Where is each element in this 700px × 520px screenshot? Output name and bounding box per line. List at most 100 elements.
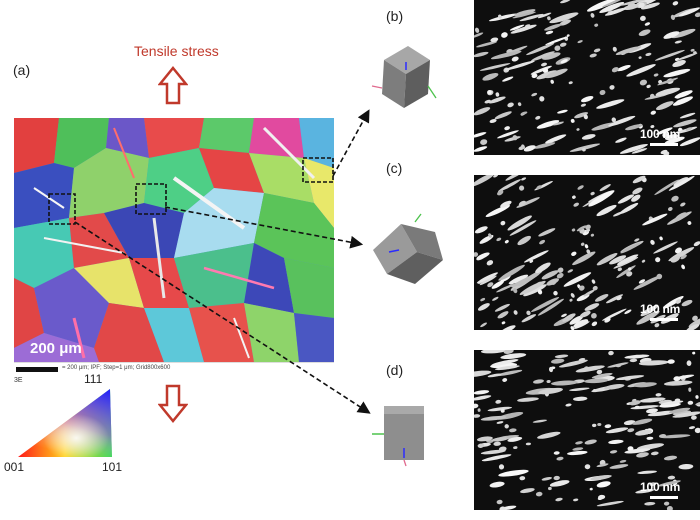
precipitate: [597, 422, 602, 427]
precipitate: [487, 373, 502, 378]
precipitate: [557, 267, 564, 273]
precipitate: [694, 12, 700, 18]
precipitate: [513, 288, 518, 294]
precipitate: [604, 317, 611, 323]
precipitate: [535, 262, 551, 274]
precipitate: [590, 475, 612, 481]
precipitate: [619, 0, 650, 6]
precipitate: [604, 424, 612, 429]
ipf-label-101: 101: [102, 460, 123, 474]
precipitate: [546, 379, 551, 384]
precipitate: [500, 200, 512, 208]
precipitate: [591, 373, 613, 379]
precipitate: [580, 242, 585, 246]
precipitate: [638, 360, 669, 366]
precipitate: [620, 243, 640, 254]
precipitate: [624, 448, 651, 454]
precipitate: [511, 56, 519, 62]
precipitate: [572, 447, 584, 451]
sem-image-c: 100 nm: [474, 175, 700, 330]
precipitate: [523, 250, 549, 263]
precipitate: [609, 255, 627, 265]
precipitate: [664, 136, 685, 145]
precipitate: [531, 73, 538, 79]
precipitate: [598, 494, 606, 500]
precipitate: [479, 234, 494, 244]
precipitate: [646, 436, 654, 440]
precipitate: [569, 143, 601, 152]
precipitate: [649, 93, 655, 99]
precipitate: [541, 476, 553, 481]
precipitate: [638, 279, 646, 284]
precipitate: [588, 190, 615, 207]
precipitate: [487, 282, 494, 288]
precipitate: [531, 296, 560, 313]
precipitate: [596, 99, 625, 109]
sem-precipitates-d: [474, 350, 700, 510]
panel-label-a: (a): [13, 62, 31, 78]
precipitate: [553, 451, 560, 455]
precipitate: [496, 369, 523, 377]
precipitate: [676, 52, 698, 61]
precipitate: [581, 134, 596, 140]
precipitate: [565, 403, 572, 407]
precipitate: [517, 102, 522, 107]
footer-mark: 3E: [14, 377, 23, 384]
precipitate: [611, 67, 619, 73]
precipitate: [476, 272, 498, 284]
precipitate: [679, 112, 696, 119]
precipitate: [617, 254, 639, 266]
precipitate: [491, 359, 519, 366]
precipitate: [548, 486, 552, 491]
precipitate: [650, 451, 659, 456]
precipitate: [488, 96, 506, 104]
precipitate: [542, 67, 549, 74]
precipitate: [491, 437, 509, 442]
precipitate: [542, 52, 561, 60]
precipitate: [695, 402, 700, 406]
precipitate: [654, 49, 685, 61]
precipitate: [495, 399, 502, 404]
precipitate: [654, 323, 660, 328]
precipitate: [594, 23, 599, 27]
ipf-label-111: 111: [84, 372, 103, 386]
precipitate: [582, 147, 586, 152]
precipitate: [615, 375, 645, 381]
precipitate: [626, 64, 656, 77]
precipitate: [678, 7, 700, 17]
precipitate: [650, 239, 655, 245]
precipitate: [688, 426, 696, 430]
precipitate: [560, 0, 571, 4]
precipitate: [546, 278, 559, 286]
precipitate: [673, 119, 697, 128]
precipitate: [688, 387, 692, 392]
precipitate: [672, 411, 700, 418]
precipitate: [695, 395, 699, 399]
precipitate: [628, 267, 632, 271]
precipitate: [481, 454, 512, 462]
precipitate: [545, 30, 554, 35]
precipitate: [521, 314, 537, 323]
precipitate: [517, 397, 539, 402]
precipitate: [635, 429, 652, 436]
precipitate: [631, 194, 641, 202]
precipitate: [573, 319, 589, 328]
precipitate: [474, 146, 488, 152]
precipitate: [495, 365, 520, 371]
precipitate: [632, 418, 653, 425]
precipitate: [474, 175, 495, 187]
precipitate: [523, 145, 536, 152]
precipitate: [545, 36, 569, 45]
precipitate: [572, 251, 596, 266]
precipitate: [516, 197, 540, 208]
precipitate: [638, 2, 645, 8]
precipitate: [537, 431, 561, 439]
precipitate: [636, 443, 665, 450]
precipitate: [530, 51, 555, 62]
precipitate: [474, 132, 487, 138]
precipitate: [617, 194, 635, 204]
precipitate: [497, 130, 519, 139]
precipitate: [596, 463, 609, 467]
precipitate: [492, 296, 499, 301]
precipitate: [594, 294, 609, 302]
